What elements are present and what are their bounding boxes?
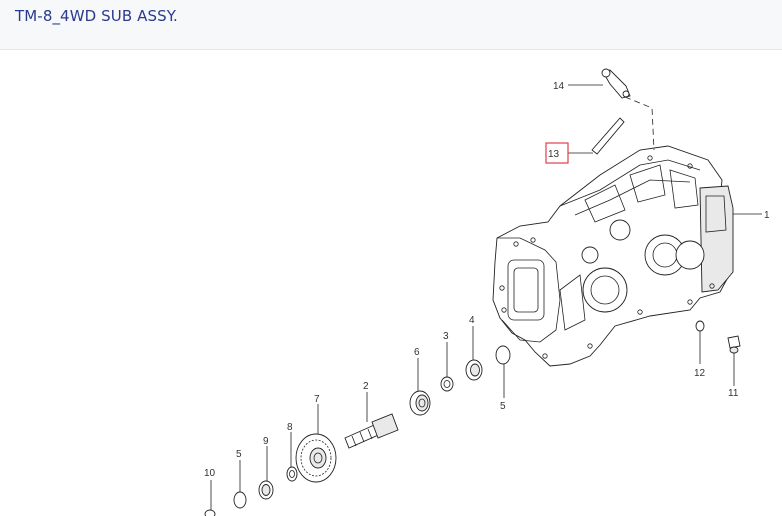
callout-10[interactable]: 10 <box>204 468 216 479</box>
callout-1[interactable]: 1 <box>764 210 770 221</box>
pin-part-13[interactable] <box>591 117 625 155</box>
shaft-part-2[interactable] <box>344 413 399 449</box>
callout-2[interactable]: 2 <box>363 381 369 392</box>
page-header: TM-8_4WD SUB ASSY. <box>0 0 782 50</box>
leader-lines <box>210 84 762 510</box>
washer-part-8[interactable] <box>286 466 298 482</box>
callout-7[interactable]: 7 <box>314 394 320 405</box>
oring-part-12[interactable] <box>695 320 705 332</box>
callout-5-upper[interactable]: 5 <box>500 401 506 412</box>
callout-11[interactable]: 11 <box>728 388 739 399</box>
callout-12[interactable]: 12 <box>694 368 706 379</box>
bearing-part-4[interactable] <box>465 359 483 381</box>
plug-part-11[interactable] <box>727 335 741 354</box>
callout-13[interactable]: 13 <box>548 149 560 160</box>
snap-ring-part-5-upper[interactable] <box>495 345 511 365</box>
gear-part-7[interactable] <box>295 433 337 483</box>
page-title: TM-8_4WD SUB ASSY. <box>15 7 178 25</box>
callout-5-lower[interactable]: 5 <box>236 449 242 460</box>
callout-highlight-13[interactable] <box>545 142 569 164</box>
washer-part-3[interactable] <box>440 376 454 392</box>
ring-part-10[interactable] <box>204 509 216 516</box>
callout-8[interactable]: 8 <box>287 422 293 433</box>
bearing-part-9[interactable] <box>258 480 274 500</box>
transmission-housing[interactable] <box>492 145 734 367</box>
callout-14[interactable]: 14 <box>553 81 565 92</box>
guide-line <box>624 96 655 151</box>
snap-ring-part-5-lower[interactable] <box>233 491 247 509</box>
lever-part-14[interactable] <box>601 68 631 99</box>
callout-6[interactable]: 6 <box>414 347 420 358</box>
callout-4[interactable]: 4 <box>469 315 475 326</box>
parts-diagram: 1 14 13 2 3 4 6 5 7 8 9 5 10 12 11 <box>204 68 770 516</box>
callout-9[interactable]: 9 <box>263 436 269 447</box>
bearing-part-6[interactable] <box>409 390 431 416</box>
callout-3[interactable]: 3 <box>443 331 449 342</box>
